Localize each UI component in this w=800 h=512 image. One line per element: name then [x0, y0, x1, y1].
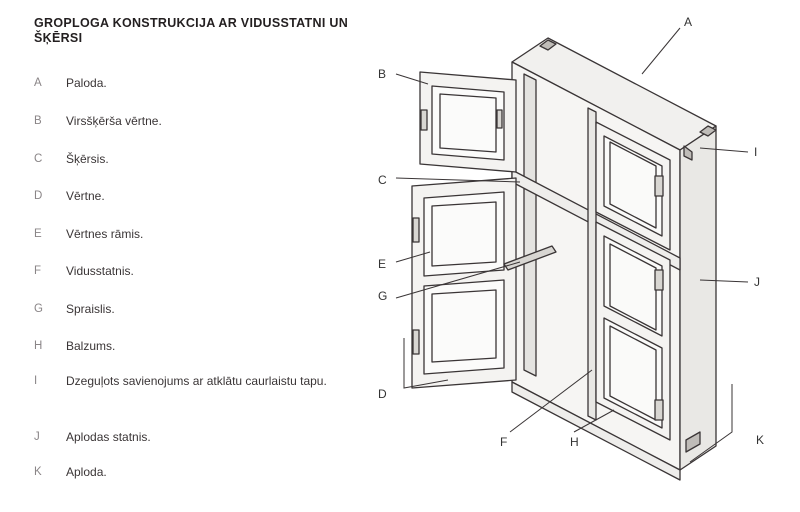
legend-letter: F	[34, 265, 42, 277]
legend-letter: A	[34, 77, 42, 89]
legend-text: Virsšķēršа vērtne.	[66, 114, 162, 128]
callout-j: J	[754, 275, 760, 289]
callout-f: F	[500, 435, 507, 449]
legend-text: Šķērsis.	[66, 152, 109, 166]
callout-c: C	[378, 173, 387, 187]
legend-text: Dzeguļots savienojums ar atklātu caurlai…	[66, 374, 327, 388]
legend-text: Spraislis.	[66, 302, 115, 316]
side-panel	[679, 125, 717, 471]
legend-text: Balzums.	[66, 339, 116, 353]
latch-bar	[503, 245, 557, 271]
legend-text: Vērtnes rāmis.	[66, 227, 144, 241]
legend-text: Paloda.	[66, 76, 107, 90]
callout-b: B	[378, 67, 386, 81]
legend-letter: C	[34, 153, 43, 165]
callout-i: I	[754, 145, 757, 159]
middle-stile	[587, 107, 597, 421]
legend-letter: B	[34, 115, 42, 127]
legend-letter: H	[34, 340, 43, 352]
legend-text: Aplodas statnis.	[66, 430, 151, 444]
legend-letter: D	[34, 190, 43, 202]
page-title: GROPLOGA KONSTRUKCIJA AR VIDUSSTATNI UN …	[34, 16, 349, 45]
legend-letter: J	[34, 431, 40, 443]
callout-e: E	[378, 257, 386, 271]
legend-text: Vērtne.	[66, 189, 105, 203]
legend-letter: G	[34, 303, 43, 315]
legend-letter: E	[34, 228, 42, 240]
legend-text: Vidusstatnis.	[66, 264, 134, 278]
callout-g: G	[378, 289, 387, 303]
legend-letter: K	[34, 466, 42, 478]
callout-k: K	[756, 433, 764, 447]
callout-d: D	[378, 387, 387, 401]
legend-text: Aploda.	[66, 465, 107, 479]
callout-a: A	[684, 15, 692, 29]
legend-letter: I	[34, 375, 38, 387]
callout-h: H	[570, 435, 579, 449]
